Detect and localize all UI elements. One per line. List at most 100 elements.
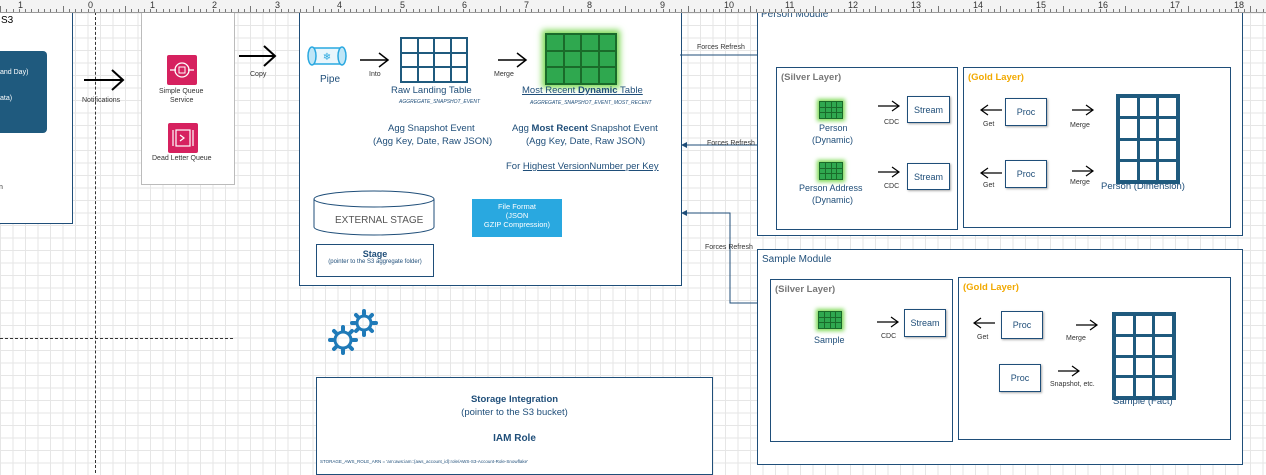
ruler-tick [1100,9,1101,12]
person-address-label-line2: (Dynamic) [812,195,854,205]
ruler-tick [350,9,351,12]
copy-label: Copy [250,71,267,78]
ruler-tick [1150,9,1151,12]
file-format-box[interactable]: File Format (JSON GZIP Compression) [472,199,562,237]
ruler-tick [656,9,658,12]
merge-label-p1: Merge [1070,122,1090,129]
person-dimension-label: Person (Dimension) [1101,181,1185,192]
sample-proc-box-2[interactable]: Proc [999,364,1041,392]
ruler-tick [1156,9,1158,12]
ruler-tick [806,9,808,12]
sample-proc-box-1[interactable]: Proc [1001,311,1043,339]
ruler-tick [375,6,376,12]
ruler-tick [1193,9,1195,12]
s3-panel[interactable]: S3 and Day) ata) n [0,12,73,224]
dyn-desc-line1: Agg Most Recent Snapshot Event [512,123,658,134]
ingestion-panel[interactable]: ❄ Pipe Into Raw Landing Table AGGREGATE_… [299,12,682,286]
sample-stream-box[interactable]: Stream [904,309,946,337]
person-stream-box-2[interactable]: Stream [907,163,950,190]
ruler-tick [706,9,708,12]
ruler-tick [268,9,270,12]
sqs-label-line1: Simple Queue [159,88,204,95]
ruler-tick [1031,9,1033,12]
ruler-tick [543,9,545,12]
ruler-tick [937,6,939,12]
highest-pre: For [506,161,523,172]
ruler-tick [1143,9,1145,12]
ruler-tick [881,9,883,12]
ruler-tick [537,9,539,12]
sample-get-label: Get [977,334,989,341]
ruler-tick [393,9,395,12]
storage-integration-subtitle: (pointer to the S3 bucket) [461,407,568,418]
sqs-panel[interactable]: Simple Queue Service Dead Letter Queue [141,12,235,185]
stage-sub: (pointer to the S3 aggregate folder) [328,259,422,265]
person-address-dynamic-table-icon [819,162,843,180]
merge-label: Merge [494,71,514,78]
storage-integration-panel[interactable]: Storage Integration (pointer to the S3 b… [316,377,713,475]
ruler-tick [1062,6,1064,12]
ruler-tick [143,9,145,12]
dynamic-table-label-post: Table [617,85,643,96]
person-stream-box-1[interactable]: Stream [907,96,950,123]
sample-silver-layer[interactable]: (Silver Layer) Sample CDC Stream [770,279,953,442]
gears-icon [328,309,378,355]
person-proc-box-2[interactable]: Proc [1005,160,1047,188]
person-module[interactable]: Person Module (Silver Layer) Person (Dyn… [757,4,1243,236]
sample-gold-layer[interactable]: (Gold Layer) Get Proc Merge Proc Snapsho… [958,277,1231,440]
ruler-tick [781,9,783,12]
ruler-number: 8 [587,0,593,10]
s3-bucket-card[interactable]: and Day) ata) [0,51,47,133]
ruler-tick [481,9,483,12]
ruler-tick [631,9,633,12]
ruler-tick [181,9,183,12]
ruler-tick [518,9,520,12]
person-silver-layer[interactable]: (Silver Layer) Person (Dynamic) CDC Stre… [776,67,958,230]
ruler-tick [1206,9,1208,12]
ruler-tick [1006,9,1008,12]
ruler-tick [981,9,983,12]
pipe-icon: ❄ [307,46,347,66]
stage-box[interactable]: Stage (pointer to the S3 aggregate folde… [316,244,434,277]
ruler-tick [356,9,358,12]
horizontal-ruler: 1 0 1 2 3 4 5 6 7 8 9 10 11 12 13 14 15 … [0,0,1266,13]
ruler-tick [1125,6,1126,12]
iam-role-label: IAM Role [493,433,536,444]
ruler-number: 18 [1234,0,1245,10]
ruler-tick [1175,9,1176,12]
ruler-tick [1118,9,1120,12]
dyn-desc-post: Snapshot Event [588,123,658,134]
ruler-tick [343,9,345,12]
ruler-tick [718,9,720,12]
ruler-tick [668,9,670,12]
s3-card-line2: ata) [0,95,13,102]
ruler-tick [475,9,476,12]
sample-module[interactable]: Sample Module (Silver Layer) Sample CDC … [757,249,1243,465]
ruler-tick [700,9,701,12]
ruler-tick [218,9,220,12]
ruler-tick [1168,9,1170,12]
sample-snapshot-label: Snapshot, etc. [1050,381,1095,388]
ruler-tick [400,9,401,12]
external-stage-label: EXTERNAL STAGE [335,215,424,226]
ruler-number: 7 [524,0,530,10]
ruler-tick [712,9,714,12]
person-proc-box-1[interactable]: Proc [1005,98,1047,126]
ruler-tick [506,9,508,12]
ruler-tick [331,9,333,12]
get-label-2: Get [983,182,995,189]
ruler-tick [187,6,189,12]
ruler-tick [950,9,951,12]
ruler-tick [868,9,870,12]
person-gold-layer[interactable]: (Gold Layer) Get Proc Merge Get Proc Mer… [963,67,1231,228]
ruler-tick [25,9,26,12]
ruler-number: 3 [275,0,281,10]
iam-role-arn: STORAGE_AWS_ROLE_ARN = 'arn:aws:iam::{aw… [320,459,529,464]
ruler-tick [437,6,439,12]
ruler-tick [168,9,170,12]
ruler-tick [606,9,608,12]
ruler-tick [1243,9,1245,12]
ruler-number: 1 [150,0,156,10]
refresh-label-bottom: Forces Refresh [705,244,753,251]
ruler-tick [887,9,889,12]
